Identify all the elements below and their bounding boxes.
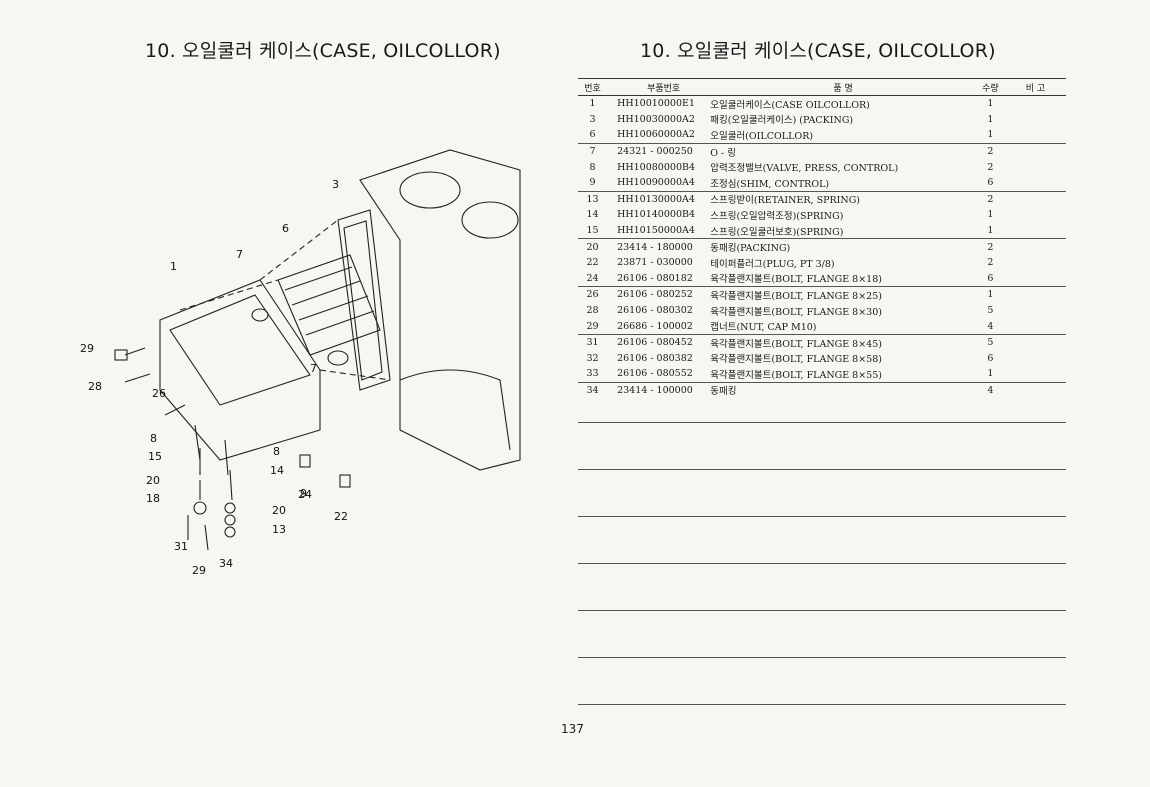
table-row: 32 26106 - 080382 육각플랜지볼트(BOLT, FLANGE 8… [586, 352, 994, 366]
blank-table-line [578, 516, 1066, 517]
table-row: 6 HH10060000A2 오일쿨러(OILCOLLOR) 1 [578, 127, 1066, 144]
table-row: 14 HH10140000B4 스프링(오일압력조정)(SPRING) 1 [586, 209, 994, 222]
callout-label: 29 [80, 342, 94, 355]
callout-label: 31 [174, 540, 188, 553]
table-row: 7 24321 - 000250 O - 링 2 [589, 146, 994, 159]
table-row: 3 HH10030000A2 패킹(오일쿨러케이스) (PACKING) 1 [589, 113, 994, 127]
callout-label: 20 [272, 504, 286, 517]
callout-label: 9 [300, 487, 307, 500]
blank-table-line [578, 657, 1066, 658]
callout-label: 18 [146, 492, 160, 505]
callout-label: 8 [273, 445, 280, 458]
callout-label: 6 [282, 222, 289, 235]
table-row: 9 HH10090000A4 조정심(SHIM, CONTROL) 6 [578, 174, 1066, 192]
engine-block-outline [359, 149, 521, 471]
header-part-number: 부품번호 [607, 78, 711, 96]
table-row: 22 23871 - 030000 테이퍼플러그(PLUG, PT 3/8) 2 [586, 257, 994, 270]
blank-table-line [578, 610, 1066, 611]
table-header-row: 번호 부품번호 품 명 수량 비 고 [578, 78, 1066, 96]
callout-label: 13 [272, 523, 286, 536]
table-row: 26 26106 - 080252 육각플랜지볼트(BOLT, FLANGE 8… [586, 289, 994, 302]
parts-table: 번호 부품번호 품 명 수량 비 고 1 HH10010000E1 오일쿨러케이… [578, 78, 1066, 398]
blank-table-line [578, 469, 1066, 470]
callout-label: 26 [152, 387, 166, 400]
table-row: 20 23414 - 180000 동패킹(PACKING) 2 [586, 241, 994, 255]
page-title-right: 10. 오일쿨러 케이스(CASE, OILCOLLOR) [640, 40, 996, 62]
page-title-left: 10. 오일쿨러 케이스(CASE, OILCOLLOR) [145, 40, 501, 62]
callout-label: 14 [270, 464, 284, 477]
callout-label: 8 [150, 432, 157, 445]
table-row: 13 HH10130000A4 스프링받이(RETAINER, SPRING) … [586, 193, 994, 207]
callout-label: 29 [192, 564, 206, 577]
callout-label: 34 [219, 557, 233, 570]
table-row: 1 HH10010000E1 오일쿨러케이스(CASE OILCOLLOR) 1 [589, 98, 994, 111]
table-row: 24 26106 - 080182 육각플랜지볼트(BOLT, FLANGE 8… [578, 270, 1066, 288]
table-row: 8 HH10080000B4 압력조정밸브(VALVE, PRESS, CONT… [589, 161, 994, 175]
page-number: 137 [561, 722, 584, 736]
table-row: 33 26106 - 080552 육각플랜지볼트(BOLT, FLANGE 8… [578, 366, 1066, 383]
blank-table-line [578, 704, 1066, 705]
callout-label: 7 [236, 248, 243, 261]
table-row: 28 26106 - 080302 육각플랜지볼트(BOLT, FLANGE 8… [586, 305, 994, 318]
callout-label: 24 [298, 488, 312, 501]
callout-label: 15 [148, 450, 162, 463]
callout-label: 22 [334, 510, 348, 523]
header-qty: 수량 [975, 78, 1005, 96]
table-row: 15 HH10150000A4 스프링(오일쿨러보호)(SPRING) 1 [578, 222, 1066, 240]
callout-label: 7 [310, 362, 317, 375]
header-name: 품 명 [710, 78, 976, 96]
blank-table-line [578, 563, 1066, 564]
header-remarks: 비 고 [1004, 78, 1066, 96]
oil-cooler-case-outline [159, 279, 321, 461]
header-no: 번호 [578, 78, 608, 96]
oil-cooler-outline [277, 254, 381, 356]
blank-table-line [578, 422, 1066, 423]
callout-label: 20 [146, 474, 160, 487]
callout-label: 3 [332, 178, 339, 191]
table-row: 29 26686 - 100002 캡너트(NUT, CAP M10) 4 [578, 318, 1066, 335]
oil-cooler-exploded-diagram: 3 6 7 1 29 28 26 8 15 20 18 31 29 34 8 1… [80, 149, 521, 577]
table-row: 34 23414 - 100000 동패킹 4 [586, 384, 994, 398]
table-row: 31 26106 - 080452 육각플랜지볼트(BOLT, FLANGE 8… [586, 337, 994, 350]
callout-label: 28 [88, 380, 102, 393]
callout-label: 1 [170, 260, 177, 273]
